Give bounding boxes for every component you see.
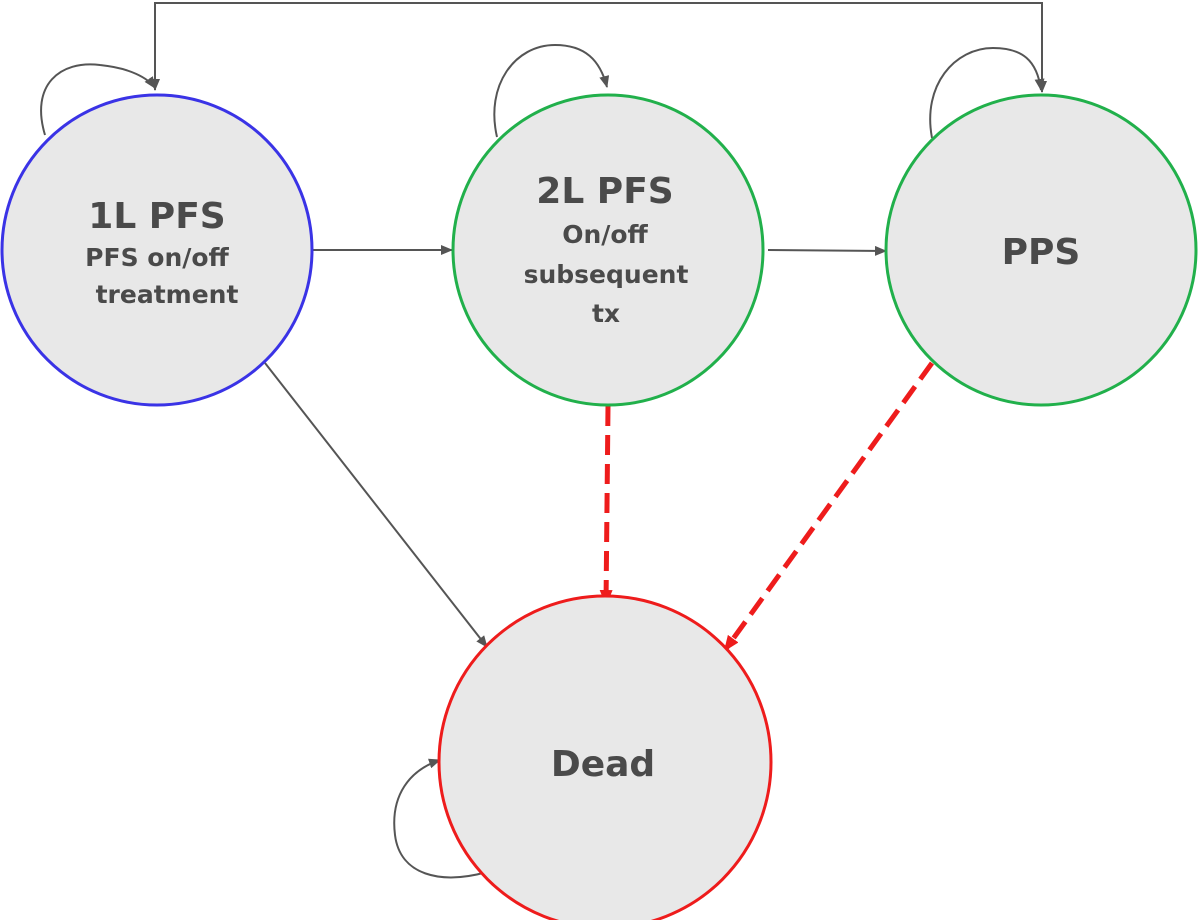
node-2l-pfs-line3: tx (592, 299, 620, 328)
node-pps-title: PPS (1002, 232, 1081, 273)
node-dead-title: Dead (551, 744, 655, 785)
edge-2l-pfs-to-dead (599, 405, 613, 606)
edge-2l-pfs-self-loop (493, 43, 610, 138)
edge-dead-self-loop (393, 758, 488, 879)
node-1l-pfs-line1: PFS on/off (85, 243, 229, 272)
edge-pps-to-dead (722, 361, 935, 652)
node-pps: PPS (884, 93, 1198, 407)
node-pps-circle (884, 93, 1198, 407)
node-1l-pfs-line2: treatment (96, 280, 239, 309)
edge-2l-pfs-to-pps (767, 245, 887, 256)
node-2l-pfs: 2L PFS On/off subsequent tx (451, 93, 765, 407)
node-dead: Dead (437, 594, 773, 920)
edge-1l-pfs-self-loop (40, 63, 156, 136)
node-1l-pfs: 1L PFS PFS on/off treatment (0, 93, 314, 407)
node-1l-pfs-circle (0, 93, 314, 407)
node-2l-pfs-line1: On/off (562, 220, 648, 249)
node-2l-pfs-circle (451, 93, 765, 407)
edge-pps-to-1l-pfs (150, 2, 1043, 92)
node-2l-pfs-title: 2L PFS (536, 171, 673, 212)
edge-1l-pfs-to-dead (264, 362, 488, 648)
edge-pps-self-loop (929, 46, 1045, 139)
node-2l-pfs-line2: subsequent (524, 260, 689, 289)
edges (40, 2, 1047, 879)
node-1l-pfs-title: 1L PFS (88, 196, 225, 237)
node-dead-circle (437, 594, 773, 920)
